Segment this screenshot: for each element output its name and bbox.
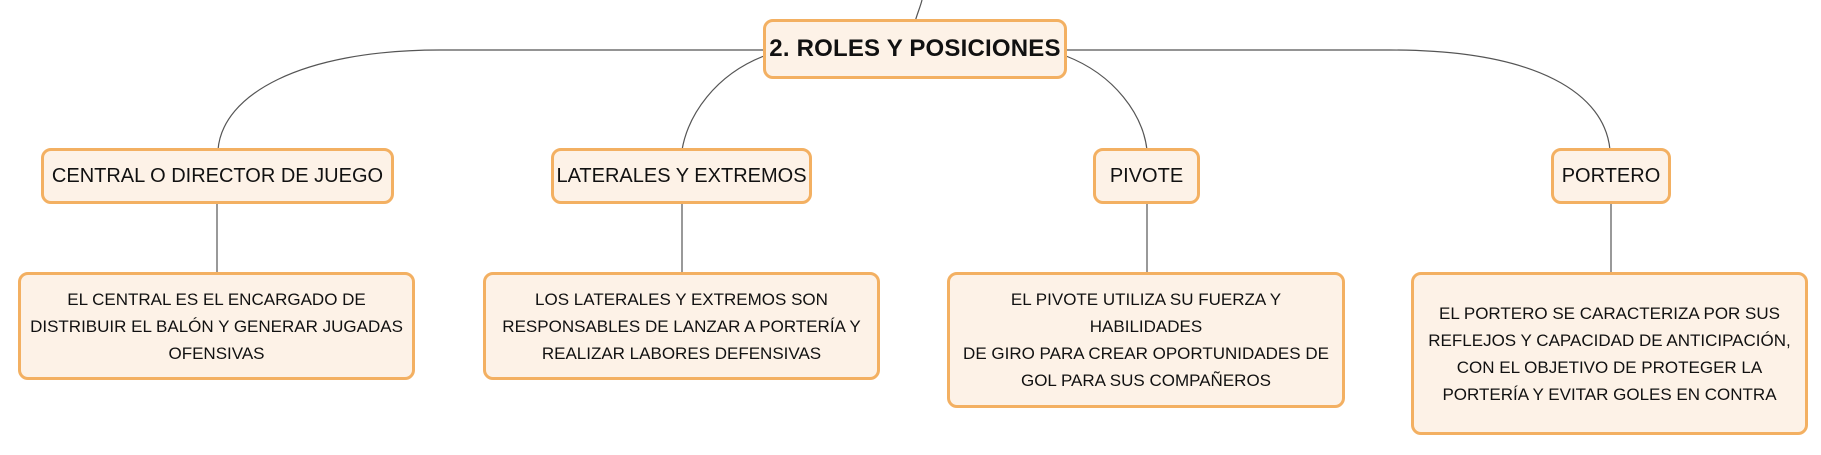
detail-line: EL PORTERO SE CARACTERIZA POR SUS <box>1438 303 1781 323</box>
topic-node-label: LATERALES Y EXTREMOS <box>556 164 807 187</box>
detail-line: CON EL OBJETIVO DE PROTEGER LA <box>1456 357 1763 377</box>
connector-root-to-pivote <box>1065 55 1148 151</box>
detail-line: RESPONSABLES DE LANZAR A PORTERÍA Y <box>502 316 861 336</box>
topic-node-label: PIVOTE <box>1109 164 1184 187</box>
detail-line: REFLEJOS Y CAPACIDAD DE ANTICIPACIÓN, <box>1428 330 1791 350</box>
detail-line: DE GIRO PARA CREAR OPORTUNIDADES DE <box>963 344 1329 363</box>
detail-line: OFENSIVAS <box>168 343 265 363</box>
connector-root-to-laterales <box>681 55 765 151</box>
detail-node-portero[interactable]: EL PORTERO SE CARACTERIZA POR SUS REFLEJ… <box>1411 272 1808 435</box>
detail-line: EL PIVOTE UTILIZA SU FUERZA Y HABILIDADE… <box>1010 290 1282 336</box>
detail-line: DISTRIBUIR EL BALÓN Y GENERAR JUGADAS <box>30 316 403 336</box>
topic-node-laterales[interactable]: LATERALES Y EXTREMOS <box>551 148 812 204</box>
detail-line: GOL PARA SUS COMPAÑEROS <box>1020 371 1272 390</box>
topic-node-pivote[interactable]: PIVOTE <box>1093 148 1200 204</box>
root-node[interactable]: 2. ROLES Y POSICIONES <box>763 19 1067 79</box>
topic-node-central[interactable]: CENTRAL O DIRECTOR DE JUEGO <box>41 148 394 204</box>
connector-root-to-central <box>217 49 764 151</box>
connector-root-to-portero <box>1066 49 1611 151</box>
topic-node-label: CENTRAL O DIRECTOR DE JUEGO <box>51 164 384 187</box>
detail-line: LOS LATERALES Y EXTREMOS SON <box>535 289 828 309</box>
detail-node-pivote[interactable]: EL PIVOTE UTILIZA SU FUERZA Y HABILIDADE… <box>947 272 1345 408</box>
detail-line: EL CENTRAL ES EL ENCARGADO DE <box>67 289 366 309</box>
topic-node-label: PORTERO <box>1561 164 1661 187</box>
topic-node-portero[interactable]: PORTERO <box>1551 148 1671 204</box>
root-node-label: 2. ROLES Y POSICIONES <box>769 35 1061 62</box>
detail-line: PORTERÍA Y EVITAR GOLES EN CONTRA <box>1442 384 1777 404</box>
detail-node-central[interactable]: EL CENTRAL ES EL ENCARGADO DE DISTRIBUIR… <box>18 272 415 380</box>
detail-line: REALIZAR LABORES DEFENSIVAS <box>541 343 822 363</box>
detail-node-laterales[interactable]: LOS LATERALES Y EXTREMOS SON RESPONSABLE… <box>483 272 880 380</box>
